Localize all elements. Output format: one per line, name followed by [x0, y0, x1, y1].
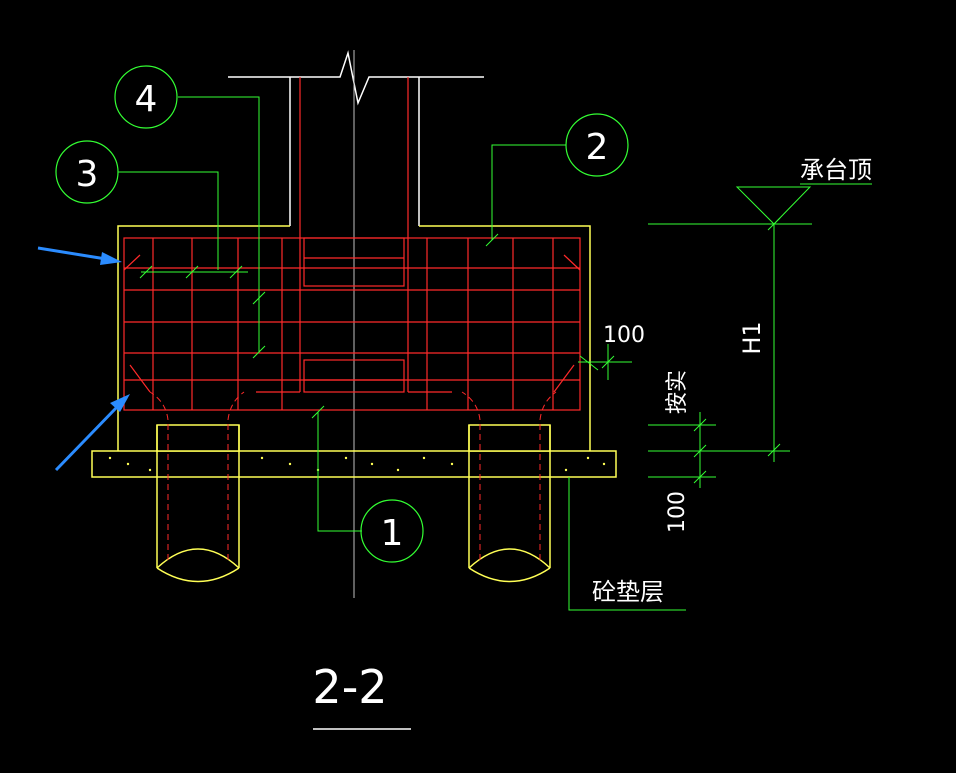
pile-anchor-bars [149, 391, 557, 560]
concrete-speckle [126, 462, 130, 466]
column-outline [228, 50, 484, 226]
concrete-speckle [450, 462, 454, 466]
h1-label: H1 [738, 321, 766, 354]
dim-cushion-label: 100 [665, 491, 690, 533]
anchor-label: 按实 [665, 370, 690, 414]
cap-top-label: 承台顶 [800, 156, 872, 184]
rebar-cage [123, 77, 581, 411]
concrete-speckle [148, 468, 152, 472]
concrete-speckle [586, 456, 590, 460]
callout-3-label: 3 [76, 154, 99, 195]
callout-1-label: 1 [381, 513, 404, 554]
section-title: 2-2 [312, 660, 387, 714]
concrete-cushion [91, 450, 617, 478]
highlight-arrow-top [37, 246, 122, 265]
callout-2-label: 2 [586, 127, 609, 168]
callout-2: 2 [565, 113, 629, 177]
highlight-arrow-bottom [54, 394, 130, 472]
pile-cap-outline [117, 225, 591, 451]
concrete-speckle [396, 468, 400, 472]
callout-1: 1 [360, 499, 424, 563]
callout-4: 4 [114, 65, 178, 129]
concrete-speckle [564, 468, 568, 472]
concrete-speckle [602, 462, 606, 466]
pile-left [156, 424, 240, 583]
concrete-speckle [370, 462, 374, 466]
pile-right [468, 424, 551, 583]
callout-3: 3 [55, 140, 119, 204]
concrete-speckle [288, 462, 292, 466]
callout-4-label: 4 [135, 79, 158, 120]
concrete-speckle [108, 456, 112, 460]
concrete-speckle [260, 456, 264, 460]
leader-lines [118, 96, 872, 611]
cushion-label: 砼垫层 [592, 578, 664, 606]
concrete-speckle [344, 456, 348, 460]
concrete-speckle [422, 456, 426, 460]
dim-cover-label: 100 [603, 323, 645, 348]
